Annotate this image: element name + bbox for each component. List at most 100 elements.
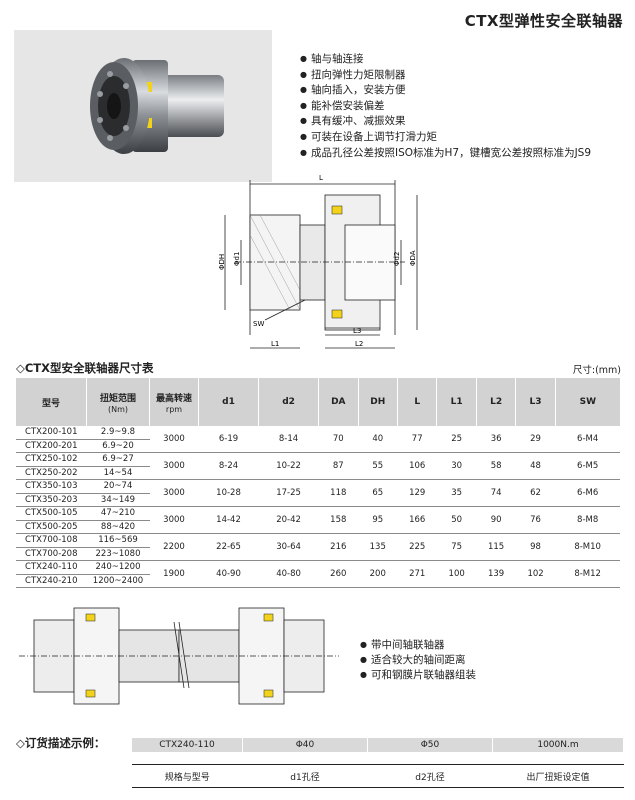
cell-SW: 6-M6 — [555, 479, 620, 507]
cell-torque: 14~54 — [86, 466, 150, 480]
cell-L3: 29 — [515, 426, 556, 453]
cell-L1: 30 — [436, 452, 477, 480]
cell-L: 77 — [397, 426, 437, 453]
cell-model: CTX250-202 — [16, 466, 87, 480]
cell-torque: 20~74 — [86, 479, 150, 494]
cell-SW: 8-M12 — [555, 560, 620, 588]
order-torque-value: 1000N.m — [492, 738, 624, 752]
cell-DH: 65 — [358, 479, 398, 507]
dim-L1: L1 — [271, 340, 279, 348]
order-d2-value: Φ50 — [367, 738, 493, 752]
cell-model: CTX240-210 — [16, 574, 87, 588]
cell-L: 106 — [397, 452, 437, 480]
dim-L2: L2 — [355, 340, 363, 348]
order-torque-label: 出厂扭矩设定值 — [492, 764, 624, 788]
cell-DH: 55 — [358, 452, 398, 480]
technical-drawing: L ΦDH Φd1 Φd2 ΦDA SW L1 L3 L2 — [218, 174, 418, 349]
cell-d1: 10-28 — [198, 479, 259, 507]
cell-d1: 22-65 — [198, 533, 259, 561]
order-model-label: 规格与型号 — [132, 764, 243, 788]
cell-L: 225 — [397, 533, 437, 561]
cell-DH: 40 — [358, 426, 398, 453]
cell-L2: 36 — [476, 426, 516, 453]
cell-L3: 98 — [515, 533, 556, 561]
cell-L1: 100 — [436, 560, 477, 588]
dim-d2: Φd2 — [393, 252, 401, 266]
cell-d2: 8-14 — [258, 426, 319, 453]
cell-model: CTX200-101 — [16, 426, 87, 440]
cell-torque: 6.9~20 — [86, 439, 150, 453]
col-model: 型号 — [16, 378, 87, 426]
cell-DA: 260 — [318, 560, 359, 588]
order-d2-label: d2孔径 — [367, 764, 493, 788]
cell-model: CTX700-208 — [16, 547, 87, 561]
cell-L2: 58 — [476, 452, 516, 480]
order-section-title: ◇订货描述示例： — [16, 736, 106, 750]
feature-item: 能补偿安装偏差 — [300, 99, 591, 115]
cell-torque: 1200~2400 — [86, 574, 150, 588]
cell-speed: 1900 — [149, 560, 199, 588]
col-L: L — [396, 378, 437, 426]
feature-item: 可和钢膜片联轴器组装 — [360, 668, 476, 683]
cell-d2: 10-22 — [258, 452, 319, 480]
cell-SW: 8-M10 — [555, 533, 620, 561]
cell-DA: 118 — [318, 479, 359, 507]
cell-torque: 34~149 — [86, 493, 150, 507]
cell-d2: 40-80 — [258, 560, 319, 588]
col-L2: L2 — [475, 378, 516, 426]
cell-model: CTX500-205 — [16, 520, 87, 534]
dim-SW: SW — [253, 320, 264, 328]
cell-SW: 8-M8 — [555, 506, 620, 534]
cell-L2: 139 — [476, 560, 516, 588]
feature-item: 具有缓冲、减振效果 — [300, 114, 591, 130]
feature-item: 适合较大的轴间距离 — [360, 653, 476, 668]
cell-model: CTX350-203 — [16, 493, 87, 507]
product-photo — [14, 30, 272, 182]
cell-L2: 74 — [476, 479, 516, 507]
cell-speed: 2200 — [149, 533, 199, 561]
cell-speed: 3000 — [149, 426, 199, 453]
table-section-title: ◇CTX型安全联轴器尺寸表 — [16, 361, 154, 375]
feature-item: 轴向插入，安装方便 — [300, 83, 591, 99]
cell-d2: 20-42 — [258, 506, 319, 534]
cell-DH: 135 — [358, 533, 398, 561]
order-d1-label: d1孔径 — [242, 764, 368, 788]
cell-DA: 158 — [318, 506, 359, 534]
cell-torque: 240~1200 — [86, 560, 150, 575]
cell-speed: 3000 — [149, 452, 199, 480]
col-d2: d2 — [258, 378, 319, 426]
cell-L3: 76 — [515, 506, 556, 534]
cell-L1: 75 — [436, 533, 477, 561]
dim-L: L — [319, 174, 323, 182]
cell-DH: 95 — [358, 506, 398, 534]
cell-L3: 102 — [515, 560, 556, 588]
cell-torque: 47~210 — [86, 506, 150, 521]
cell-torque: 223~1080 — [86, 547, 150, 561]
cell-model: CTX250-102 — [16, 452, 87, 467]
col-L3: L3 — [515, 378, 556, 426]
dim-d1: Φd1 — [233, 252, 241, 266]
cell-model: CTX500-105 — [16, 506, 87, 521]
cell-L: 166 — [397, 506, 437, 534]
feature-item: 成品孔径公差按照ISO标准为H7，键槽宽公差按照标准为JS9 — [300, 146, 591, 162]
cell-model: CTX240-110 — [16, 560, 87, 575]
order-d1-value: Φ40 — [242, 738, 368, 752]
feature-list: 轴与轴连接 扭向弹性力矩限制器 轴向插入，安装方便 能补偿安装偏差 具有缓冲、减… — [300, 52, 591, 161]
cell-d1: 8-24 — [198, 452, 259, 480]
feature-item: 轴与轴连接 — [300, 52, 591, 68]
feature-item: 可装在设备上调节打滑力矩 — [300, 130, 591, 146]
col-SW: SW — [554, 378, 620, 426]
cell-DA: 87 — [318, 452, 359, 480]
cell-speed: 3000 — [149, 479, 199, 507]
cell-SW: 6-M5 — [555, 452, 620, 480]
cell-L1: 25 — [436, 426, 477, 453]
